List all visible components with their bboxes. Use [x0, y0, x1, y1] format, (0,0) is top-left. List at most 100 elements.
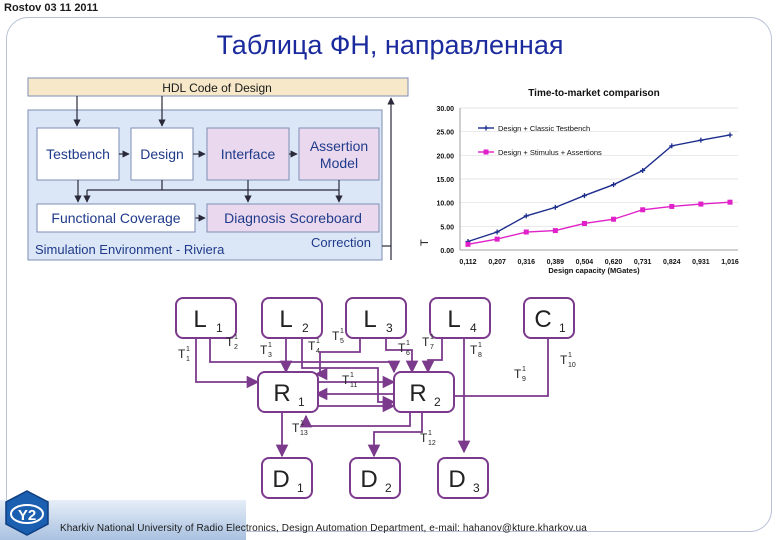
- edge-label-main: T: [470, 343, 478, 357]
- graph-node-main-label: C: [534, 306, 551, 333]
- edge-label-sub: 7: [430, 344, 434, 351]
- assertion-label-2: Model: [320, 155, 358, 171]
- slide-title: Таблица ФН, направленная: [216, 30, 564, 60]
- correction-label: Correction: [311, 235, 371, 250]
- edge-label-sub: 4: [316, 348, 320, 355]
- chart-y-tick-label: 15.00: [436, 177, 454, 184]
- edge-label-sup: 1: [430, 334, 434, 341]
- chart-point: [523, 213, 529, 219]
- edge-label-sup: 1: [406, 340, 410, 347]
- functional-coverage-box: [36, 203, 196, 233]
- chart-point: [611, 182, 617, 188]
- chart-series-line-1: [467, 134, 731, 243]
- graph-node-sub-label: 4: [470, 321, 477, 335]
- edge-label-sup: 1: [300, 420, 304, 427]
- chart-y-tick-label: 30.00: [436, 106, 454, 113]
- chart-point: [581, 193, 587, 199]
- chart-point: [465, 241, 471, 247]
- edge-label-sup: 1: [568, 352, 572, 359]
- graph-node-sub-label: 1: [298, 395, 305, 409]
- graph-node-sub-label: 3: [386, 321, 393, 335]
- chart-y-tick-label: 10.00: [436, 201, 454, 208]
- graph-node-sub-label: 2: [434, 395, 441, 409]
- interface-label: Interface: [221, 146, 276, 162]
- chart-x-tick-label: 0,389: [547, 259, 565, 266]
- chart-point: [698, 137, 704, 143]
- edge-label-sup: 1: [478, 342, 482, 349]
- chart-point: [727, 132, 733, 138]
- edge-label-main: T: [398, 341, 406, 355]
- hdl-top-bar-label: HDL Code of Design: [162, 81, 272, 95]
- edge-label-sub: 13: [300, 430, 308, 437]
- edge-label-main: T: [332, 329, 340, 343]
- graph-node-sub-label: 2: [302, 321, 309, 335]
- graph-node-main-label: R: [409, 380, 426, 407]
- chart-ylabel: T: [419, 239, 431, 246]
- testbench-label: Testbench: [46, 146, 110, 162]
- chart-point: [669, 143, 675, 149]
- chart-x-tick-label: 1,016: [721, 259, 739, 266]
- chart-title: Time-to-market comparison: [528, 88, 660, 99]
- chart-y-tick-label: 0.00: [440, 248, 454, 255]
- chart-point: [698, 201, 704, 207]
- chart-x-tick-label: 0,316: [517, 259, 535, 266]
- chart-x-tick-label: 0,112: [459, 259, 476, 266]
- chart-x-tick-label: 0,731: [634, 259, 652, 266]
- graph-node-sub-label: 1: [297, 481, 304, 495]
- simulation-environment-label: Simulation Environment - Riviera: [35, 242, 225, 257]
- graph-node-main-label: L: [279, 306, 292, 333]
- edge-label-sup: 1: [522, 366, 526, 373]
- assertion-box: [298, 127, 380, 181]
- edge-label-main: T: [308, 339, 316, 353]
- edge-label-main: T: [420, 431, 428, 445]
- header-date-location: Rostov 03 11 2011: [4, 2, 99, 14]
- time-to-market-chart: Time-to-market comparison T Design capac…: [414, 80, 750, 276]
- assertion-label-1: Assertion: [310, 138, 368, 154]
- testbench-box: [36, 127, 120, 181]
- edge-label-sub: 1: [186, 356, 190, 363]
- graph-node-main-label: R: [273, 380, 290, 407]
- chart-point: [640, 207, 646, 213]
- functional-coverage-label: Functional Coverage: [51, 210, 180, 226]
- chart-point: [669, 203, 675, 209]
- edge-label-main: T: [560, 353, 568, 367]
- edge-label-sub: 11: [350, 382, 357, 389]
- graph-node-main-label: D: [272, 466, 289, 493]
- edge-label-sup: 1: [268, 342, 272, 349]
- logo-text: Y2: [18, 507, 36, 524]
- edge-label-sub: 3: [268, 352, 272, 359]
- edge-label-sup: 1: [186, 346, 190, 353]
- chart-point: [494, 236, 500, 242]
- edge-label-main: T: [260, 343, 268, 357]
- edge-label-main: T: [514, 367, 522, 381]
- design-label: Design: [140, 146, 184, 162]
- edge-label-sub: 8: [478, 352, 482, 359]
- edge-label-sub: 5: [340, 338, 344, 345]
- chart-point: [611, 216, 617, 222]
- edge-label-main: T: [292, 421, 300, 435]
- edge-label-main: T: [178, 347, 186, 361]
- chart-series-line-2: [467, 201, 731, 246]
- chart-point: [523, 229, 529, 235]
- edge-label-main: T: [422, 335, 430, 349]
- graph-node-main-label: D: [448, 466, 465, 493]
- edge-label-sup: 1: [316, 338, 320, 345]
- diagnosis-scoreboard-label: Diagnosis Scoreboard: [224, 210, 362, 226]
- edge-label-sub: 9: [522, 376, 526, 383]
